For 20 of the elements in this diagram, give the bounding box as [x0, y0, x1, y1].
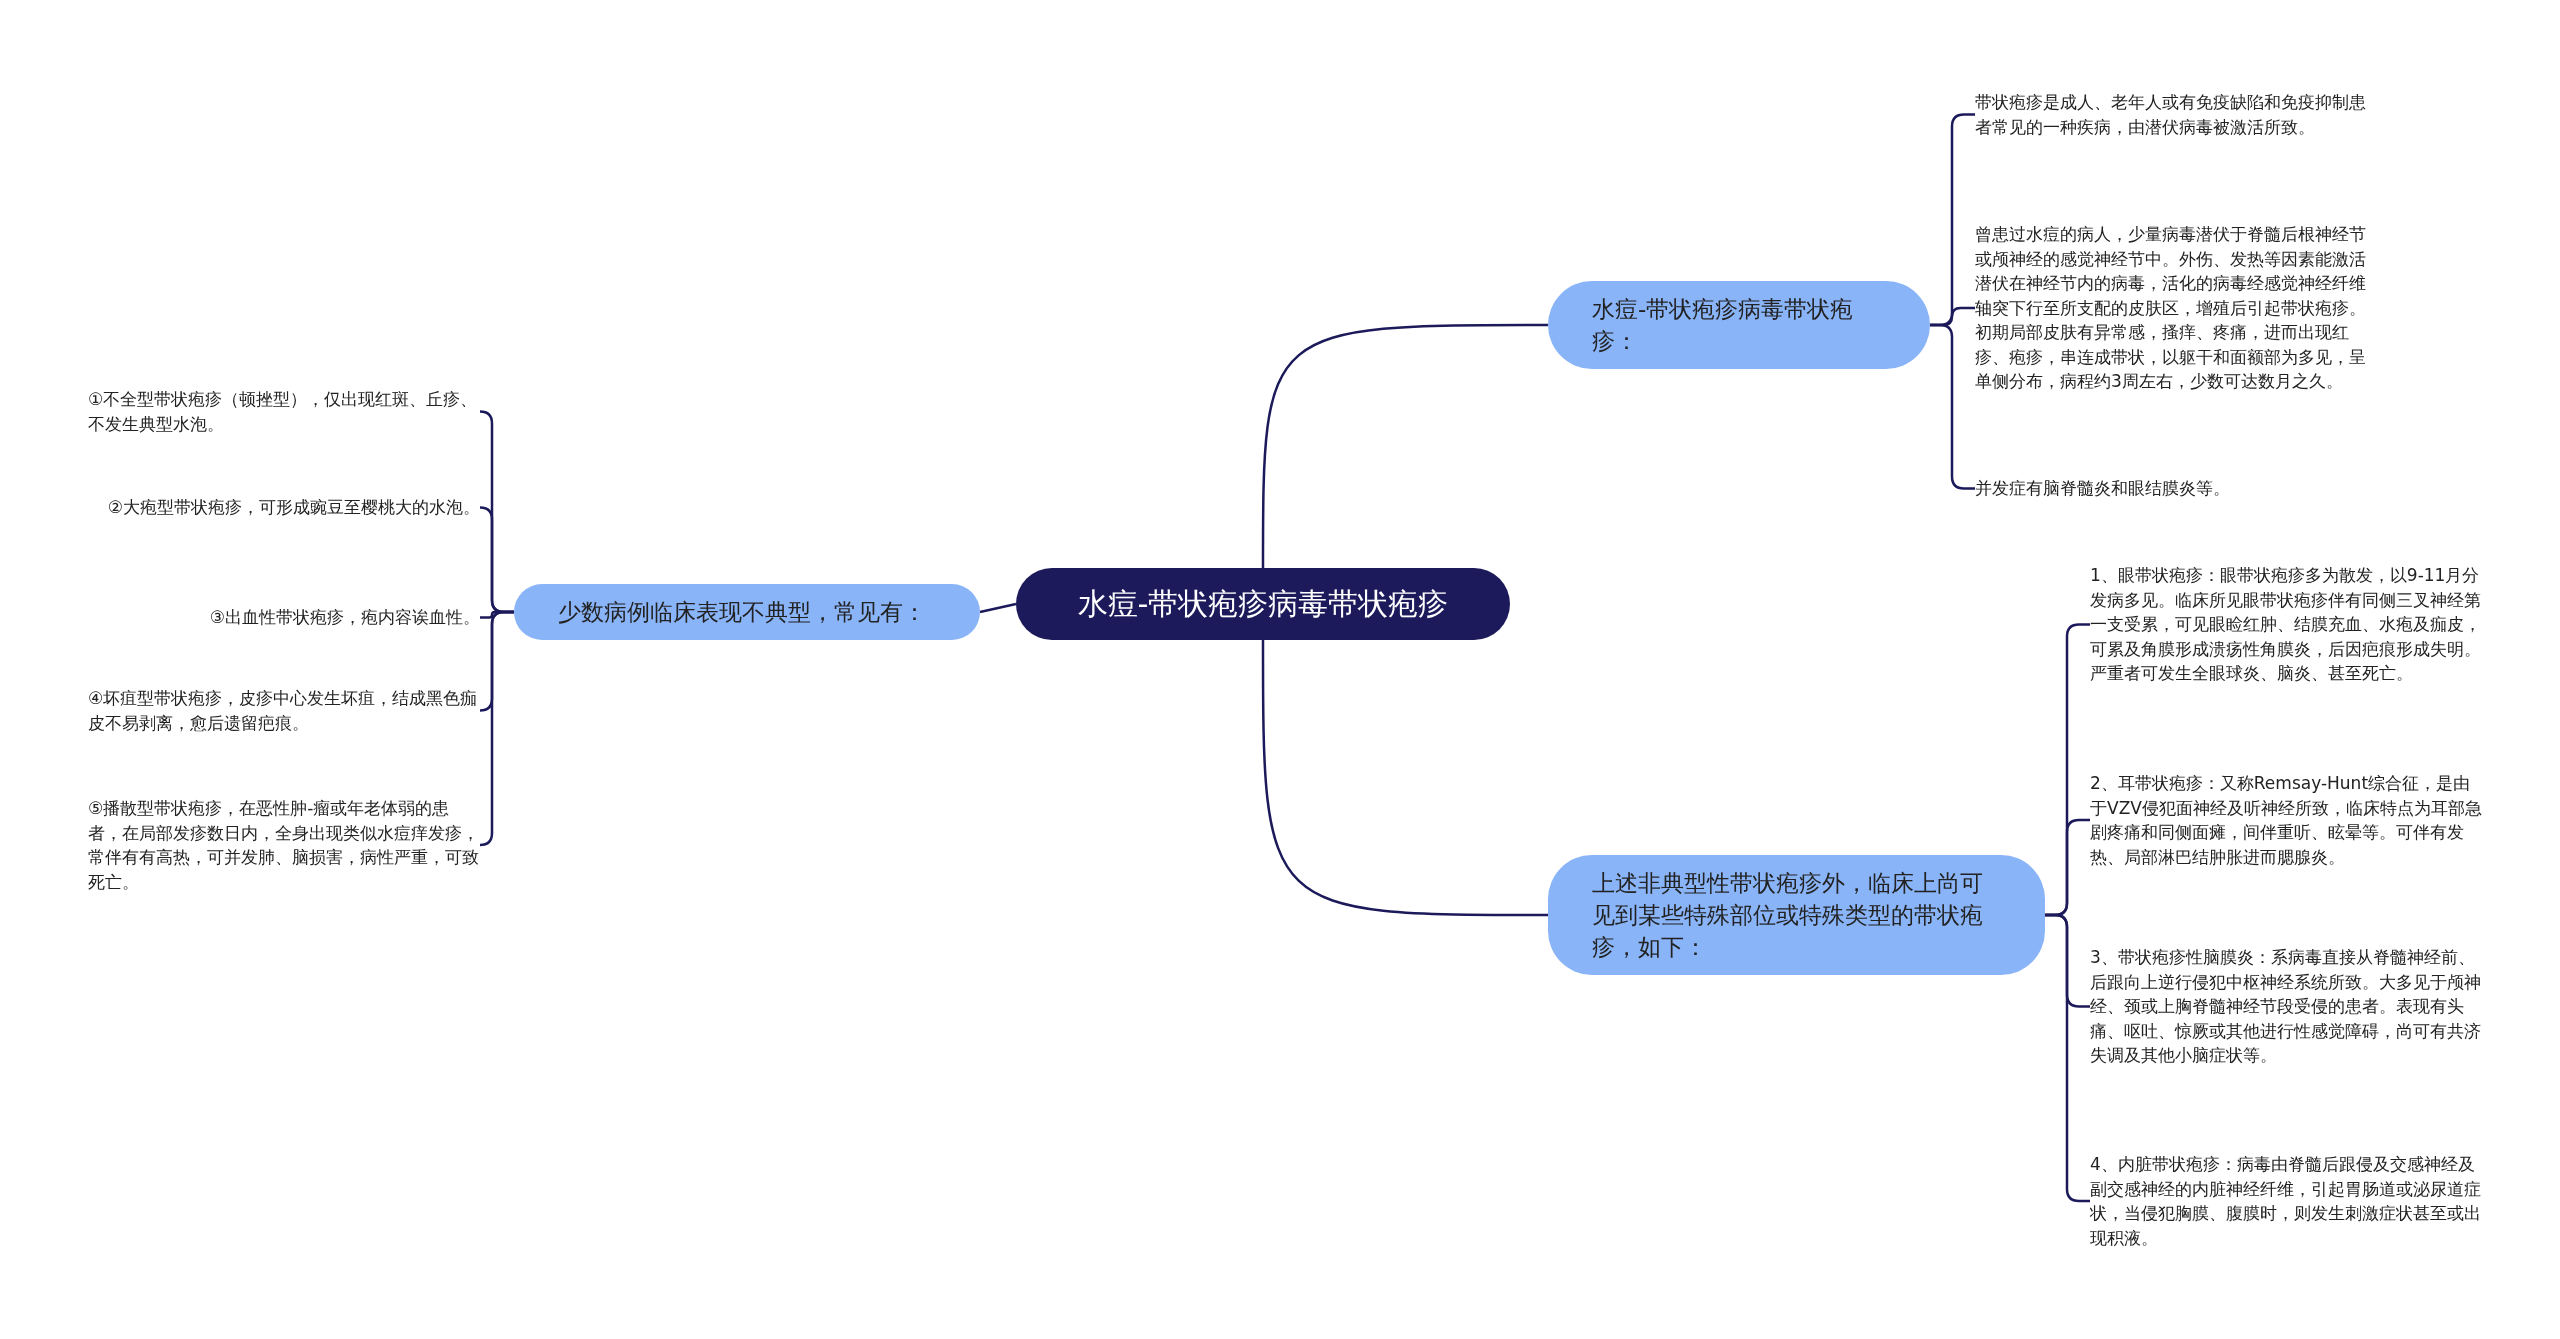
note-text: 1、眼带状疱疹：眼带状疱疹多为散发，以9-11月分发病多见。临床所见眼带状疱疹伴有同侧三叉神经第一支受累，可见眼睑红肿、结膜充血、水疱及痂皮，可累及角膜形成溃疡性角膜炎，后因疤痕形成失明。严重者可发生全眼球炎、脑炎、甚至死亡。 — [2090, 563, 2482, 686]
central-topic: 水痘-带状疱疹病毒带状疱疹 — [1016, 568, 1510, 640]
topic-bubble: 少数病例临床表现不典型，常见有： — [514, 584, 980, 640]
topic-bubble: 水痘-带状疱疹病毒带状疱疹： — [1548, 281, 1930, 369]
note-text: ②大疱型带状疱疹，可形成豌豆至樱桃大的水泡。 — [107, 495, 480, 520]
topic-bubble: 上述非典型性带状疱疹外，临床上尚可见到某些特殊部位或特殊类型的带状疱疹，如下： — [1548, 855, 2045, 975]
note-text: 2、耳带状疱疹：又称Remsay-Hunt综合征，是由于VZV侵犯面神经及听神经所致，临床特点为耳部急剧疼痛和同侧面瘫，间伴重听、眩晕等。可伴有发热、局部淋巴结肿胀进而腮腺炎。 — [2090, 771, 2482, 869]
note-text: 曾患过水痘的病人，少量病毒潜伏于脊髓后根神经节或颅神经的感觉神经节中。外伤、发热等因素能激活潜伏在神经节内的病毒，活化的病毒经感觉神经纤维轴突下行至所支配的皮肤区，增殖后引起带状疱疹。初期局部皮肤有异常感，搔痒、疼痛，进而出现红疹、疱疹，串连成带状，以躯干和面额部为多见，呈单侧分布，病程约3周左右，少数可达数月之久。 — [1975, 222, 2367, 394]
note-text: 3、带状疱疹性脑膜炎：系病毒直接从脊髓神经前、后跟向上逆行侵犯中枢神经系统所致。大多见于颅神经、颈或上胸脊髓神经节段受侵的患者。表现有头痛、呕吐、惊厥或其他进行性感觉障碍，尚可有共济失调及其他小脑症状等。 — [2090, 945, 2482, 1068]
note-text: ⑤播散型带状疱疹，在恶性肿-瘤或年老体弱的患者，在局部发疹数日内，全身出现类似水痘痒发疹，常伴有有高热，可并发肺、脑损害，病性严重，可致死亡。 — [88, 796, 480, 894]
connector-line — [979, 602, 1017, 614]
note-text: ①不全型带状疱疹（顿挫型），仅出现红斑、丘疹、不发生典型水泡。 — [88, 387, 480, 436]
connector-line — [1261, 640, 1548, 917]
note-text: 带状疱疹是成人、老年人或有免疫缺陷和免疫抑制患者常见的一种疾病，由潜伏病毒被激活所致。 — [1975, 90, 2367, 139]
note-text: ④坏疽型带状疱疹，皮疹中心发生坏疽，结成黑色痂皮不易剥离，愈后遗留疤痕。 — [88, 686, 480, 735]
note-text: 并发症有脑脊髓炎和眼结膜炎等。 — [1975, 476, 2367, 501]
connector-line — [478, 610, 514, 847]
connector-line — [1261, 323, 1548, 568]
note-text: ③出血性带状疱疹，疱内容诶血性。 — [209, 605, 480, 630]
note-text: 4、内脏带状疱疹：病毒由脊髓后跟侵及交感神经及副交感神经的内脏神经纤维，引起胃肠道或泌尿道症状，当侵犯胸膜、腹膜时，则发生刺激症状甚至或出现积液。 — [2090, 1152, 2482, 1250]
